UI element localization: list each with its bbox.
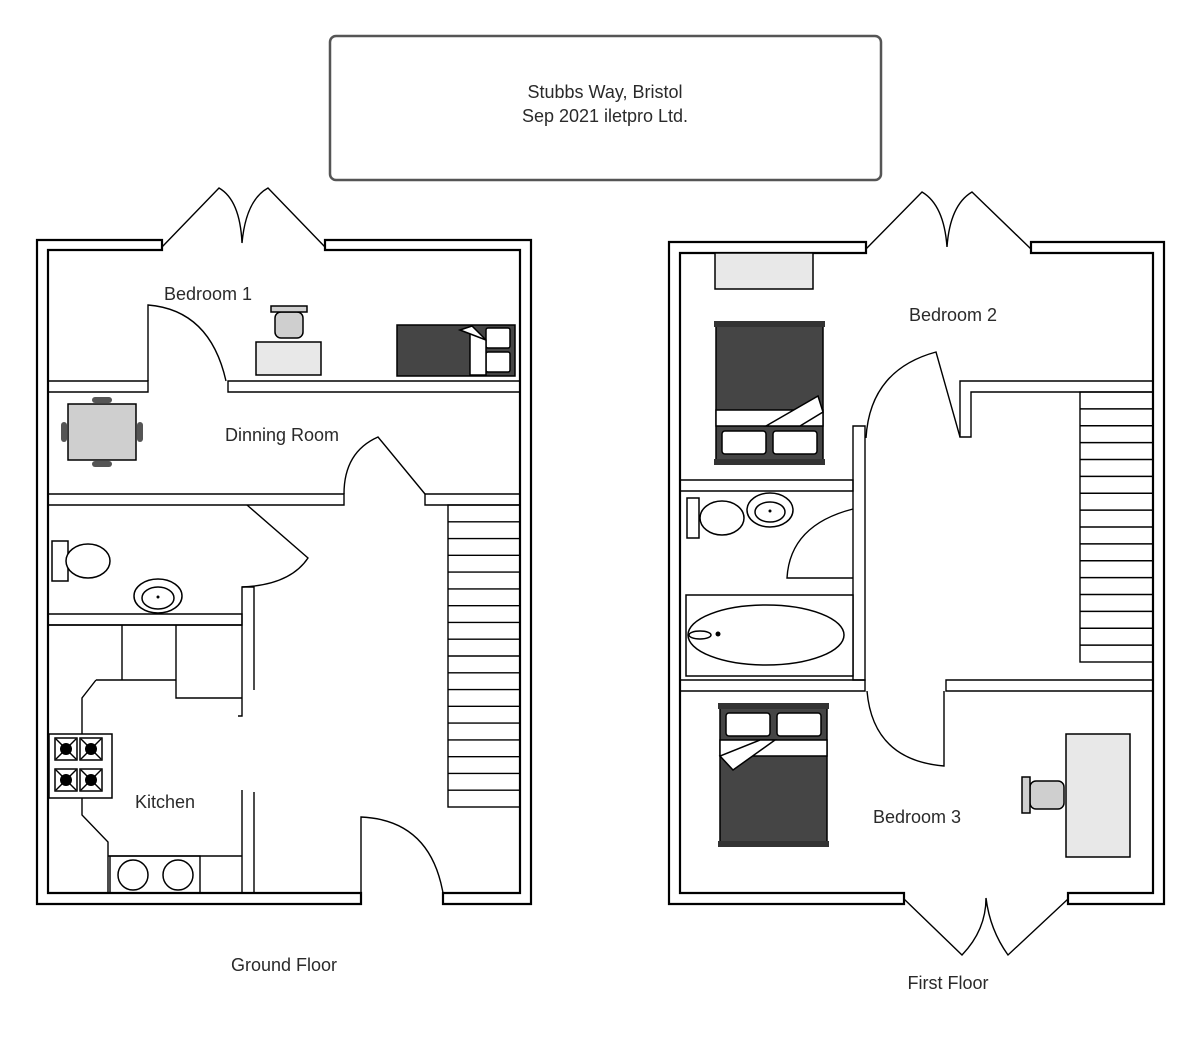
ground-wall-dining-right (424, 493, 521, 506)
ground-basin (133, 578, 183, 614)
hob-burner-grate (55, 738, 77, 760)
dining-table (61, 397, 143, 467)
first-wall-bed3 (945, 679, 1154, 692)
room-label-bedroom2: Bedroom 2 (909, 305, 997, 325)
first-toilet (686, 497, 745, 539)
bedroom3-door (866, 690, 945, 767)
bedroom1-door (147, 304, 227, 382)
bathroom-door (786, 508, 854, 579)
desk-bedroom1 (255, 305, 322, 376)
ground-toilet (51, 540, 111, 582)
room-label-bedroom3: Bedroom 3 (873, 807, 961, 827)
title-box: Stubbs Way, Bristol Sep 2021 iletpro Ltd… (328, 34, 883, 182)
floor-label-first: First Floor (908, 973, 989, 993)
hob-burner-grate (80, 769, 102, 791)
title-line-2: Sep 2021 iletpro Ltd. (522, 106, 688, 126)
wardrobe-bedroom2 (714, 252, 814, 290)
room-label-dining: Dinning Room (225, 425, 339, 445)
hob-burner-grate (55, 769, 77, 791)
room-label-kitchen: Kitchen (135, 792, 195, 812)
bed-3 (718, 703, 829, 847)
first-bay-window-bottom (903, 897, 1069, 957)
bed-1 (396, 324, 516, 377)
bathtub (685, 594, 854, 677)
first-outer-wall-right (1029, 240, 1166, 906)
first-floor-plan: Bedroom 2 Bedroom 3 First Floor (667, 191, 1166, 993)
first-wall-bed2 (679, 479, 854, 492)
bedroom2-door (865, 351, 961, 439)
floor-label-ground: Ground Floor (231, 955, 337, 975)
ground-bay-window (161, 187, 326, 248)
ground-wall-wc (47, 613, 243, 626)
dining-door (343, 436, 426, 495)
first-bay-window-top (865, 191, 1032, 250)
ground-wall-bed1-right (227, 380, 521, 393)
bed-2 (714, 321, 825, 465)
hob-burner-grate (80, 738, 102, 760)
ground-stairs (447, 504, 521, 808)
desk-bedroom3 (1021, 733, 1131, 858)
wc-door (241, 504, 309, 588)
kitchen-counters (47, 624, 242, 894)
first-stairs (1079, 391, 1154, 663)
first-wall-landing (852, 425, 866, 681)
first-basin (746, 492, 794, 528)
ground-wall-dining-left (47, 493, 345, 506)
title-line-1: Stubbs Way, Bristol (527, 82, 682, 102)
first-wall-bath (679, 679, 866, 692)
ground-floor-plan: Bedroom 1 Dinning Room Kitchen Ground Fl… (35, 187, 533, 975)
ground-wall-bed1-left (47, 380, 149, 393)
front-door (360, 816, 444, 894)
room-label-bedroom1: Bedroom 1 (164, 284, 252, 304)
